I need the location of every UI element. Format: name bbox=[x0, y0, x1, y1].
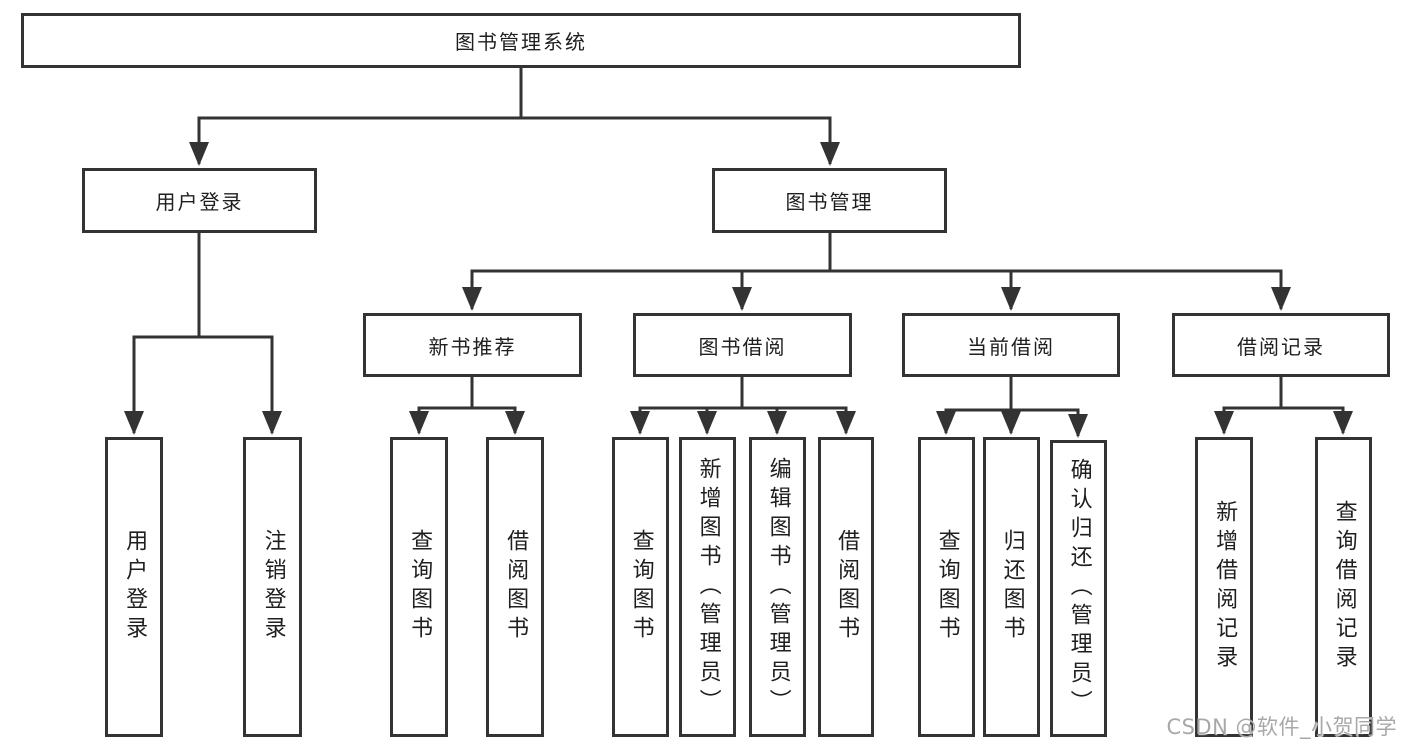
node-new-books: 新书推荐 bbox=[363, 313, 582, 377]
node-current-borrow: 当前借阅 bbox=[902, 313, 1120, 377]
leaf-user-login: 用户登录 bbox=[105, 437, 163, 737]
leaf-current-confirm-return: 确认归还（管理员） bbox=[1050, 440, 1107, 737]
leaf-newbooks-query-label: 查询图书 bbox=[407, 529, 433, 645]
leaf-logout: 注销登录 bbox=[243, 437, 302, 737]
connector-book-management-trunk bbox=[470, 231, 1283, 273]
connector-book-borrow-trunk bbox=[638, 375, 848, 410]
leaf-borrow-query: 查询图书 bbox=[612, 437, 669, 737]
leaf-user-login-label: 用户登录 bbox=[122, 529, 148, 645]
leaf-borrow-edit-book-label: 编辑图书（管理员） bbox=[765, 456, 791, 718]
leaf-borrow-add-book-label: 新增图书（管理员） bbox=[695, 456, 721, 718]
leaf-records-query-label: 查询借阅记录 bbox=[1331, 500, 1357, 674]
node-new-books-label: 新书推荐 bbox=[428, 334, 517, 359]
leaf-borrow-query-label: 查询图书 bbox=[628, 529, 654, 645]
connector-borrow-records-trunk bbox=[1222, 375, 1345, 410]
connector-root-trunk bbox=[197, 66, 832, 120]
node-user-login: 用户登录 bbox=[82, 168, 317, 233]
connector-user-login-trunk bbox=[132, 231, 274, 339]
leaf-newbooks-query: 查询图书 bbox=[390, 437, 448, 737]
node-book-borrow-label: 图书借阅 bbox=[698, 334, 787, 359]
node-book-management-label: 图书管理 bbox=[785, 190, 874, 214]
csdn-watermark: CSDN @软件_小贺同学 bbox=[1166, 715, 1397, 739]
node-book-management: 图书管理 bbox=[712, 168, 947, 233]
leaf-current-confirm-return-label: 确认归还（管理员） bbox=[1066, 458, 1092, 719]
leaf-current-return: 归还图书 bbox=[983, 437, 1040, 737]
leaf-records-add-label: 新增借阅记录 bbox=[1212, 500, 1238, 674]
leaf-current-query-label: 查询图书 bbox=[934, 529, 960, 645]
leaf-borrow-borrow-book-label: 借阅图书 bbox=[834, 529, 860, 645]
connector-new-books-trunk bbox=[417, 375, 517, 410]
leaf-borrow-edit-book: 编辑图书（管理员） bbox=[749, 437, 806, 737]
node-borrow-records-label: 借阅记录 bbox=[1237, 334, 1325, 359]
node-root-label: 图书管理系统 bbox=[455, 30, 587, 54]
leaf-records-query: 查询借阅记录 bbox=[1315, 437, 1372, 737]
leaf-records-add: 新增借阅记录 bbox=[1195, 437, 1253, 737]
leaf-logout-label: 注销登录 bbox=[260, 529, 286, 645]
node-book-borrow: 图书借阅 bbox=[633, 313, 852, 377]
node-root: 图书管理系统 bbox=[21, 13, 1021, 68]
leaf-borrow-add-book: 新增图书（管理员） bbox=[679, 437, 736, 737]
leaf-current-query: 查询图书 bbox=[918, 437, 975, 737]
connector-current-borrow-trunk bbox=[944, 375, 1080, 412]
leaf-current-return-label: 归还图书 bbox=[999, 529, 1025, 645]
node-borrow-records: 借阅记录 bbox=[1172, 313, 1390, 377]
leaf-newbooks-borrow: 借阅图书 bbox=[486, 437, 544, 737]
node-user-login-label: 用户登录 bbox=[155, 190, 244, 214]
leaf-borrow-borrow-book: 借阅图书 bbox=[818, 437, 874, 737]
node-current-borrow-label: 当前借阅 bbox=[967, 334, 1055, 359]
leaf-newbooks-borrow-label: 借阅图书 bbox=[503, 529, 529, 645]
